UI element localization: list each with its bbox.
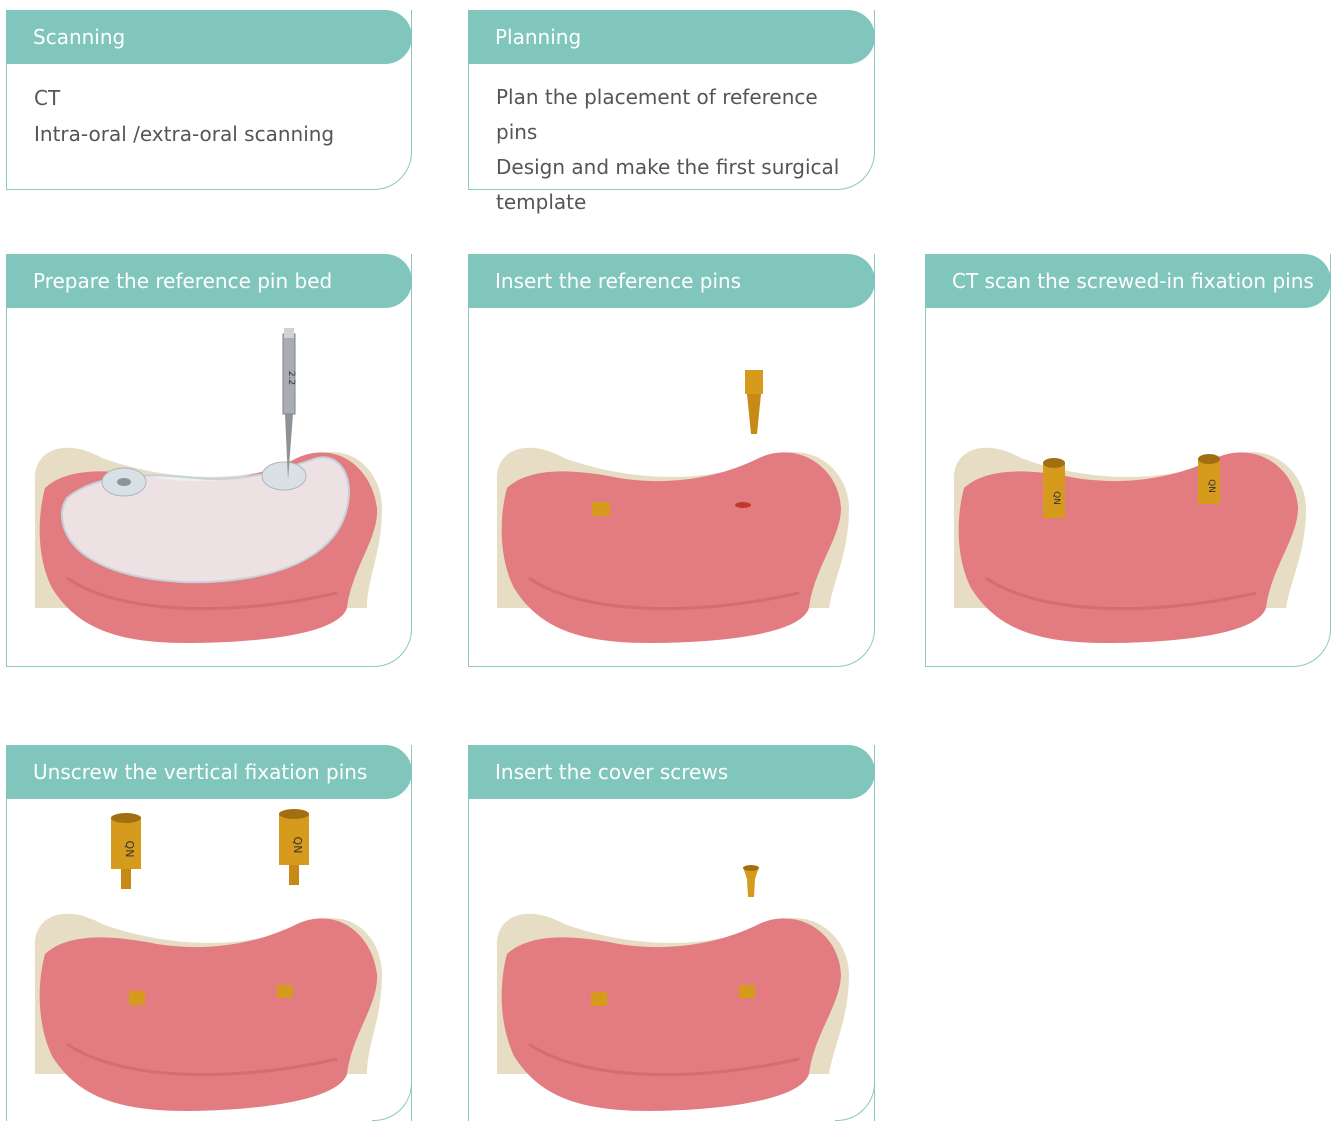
fixation-pin-right-label: QN xyxy=(291,837,304,854)
ct-scan-fixation-pins-card: CT scan the screwed-in fixation pins QN … xyxy=(925,254,1331,667)
prepare-pin-bed-title: Prepare the reference pin bed xyxy=(6,254,412,308)
unscrew-fixation-pins-card: Unscrew the vertical fixation pins QN QN xyxy=(6,745,412,1121)
prepare-pin-bed-card: Prepare the reference pin bed 2.2 xyxy=(6,254,412,667)
pin-hole-right xyxy=(735,502,751,508)
fixation-pin-left-top xyxy=(1043,458,1065,468)
gum-tissue xyxy=(502,452,841,643)
implant-head-right xyxy=(739,985,755,998)
fixation-pin-left-label: QN xyxy=(1051,491,1061,505)
insert-cover-screws-illustration xyxy=(469,799,874,1121)
reference-pin-body xyxy=(745,370,763,394)
drill-label: 2.2 xyxy=(286,371,296,385)
gum-tissue xyxy=(959,452,1298,643)
insert-cover-screws-title: Insert the cover screws xyxy=(468,745,875,799)
pin-head-left xyxy=(129,991,145,1005)
planning-card: Planning Plan the placement of reference… xyxy=(468,10,875,190)
drill-cap xyxy=(284,328,294,338)
reference-pin-thread xyxy=(747,394,761,434)
cover-screw xyxy=(743,867,759,897)
guide-sleeve-right xyxy=(262,462,306,490)
implant-head-left xyxy=(591,992,607,1006)
pin-head-left xyxy=(592,502,610,516)
fixation-pin-right-top xyxy=(279,809,309,819)
fixation-pin-left xyxy=(1043,462,1065,518)
pin-head-right xyxy=(277,985,293,998)
fixation-pin-left-label: QN xyxy=(123,841,136,858)
unscrew-fixation-pins-illustration: QN QN xyxy=(7,799,411,1121)
gum-tissue xyxy=(40,918,377,1111)
planning-line-template: Design and make the first surgical templ… xyxy=(496,150,854,220)
scanning-line-ct: CT xyxy=(34,80,395,116)
fixation-pin-right-top xyxy=(1198,454,1220,464)
fixation-pin-left-top xyxy=(111,813,141,823)
insert-reference-pins-card: Insert the reference pins xyxy=(468,254,875,667)
ct-scan-fixation-pins-title: CT scan the screwed-in fixation pins xyxy=(925,254,1331,308)
fixation-pin-left-stem xyxy=(121,869,131,889)
planning-card-body: Plan the placement of reference pins Des… xyxy=(496,80,854,220)
ct-scan-fixation-pins-illustration: QN QN xyxy=(926,308,1330,666)
scanning-card-title: Scanning xyxy=(6,10,412,64)
scanning-card: Scanning CT Intra-oral /extra-oral scann… xyxy=(6,10,412,190)
prepare-pin-bed-illustration: 2.2 xyxy=(7,308,411,666)
unscrew-fixation-pins-title: Unscrew the vertical fixation pins xyxy=(6,745,412,799)
insert-reference-pins-illustration xyxy=(469,308,874,666)
cover-screw-top xyxy=(743,865,759,871)
scanning-card-body: CT Intra-oral /extra-oral scanning xyxy=(34,80,395,152)
planning-line-pins: Plan the placement of reference pins xyxy=(496,80,854,150)
insert-reference-pins-title: Insert the reference pins xyxy=(468,254,875,308)
planning-card-title: Planning xyxy=(468,10,875,64)
fixation-pin-right-stem xyxy=(289,865,299,885)
insert-cover-screws-card: Insert the cover screws xyxy=(468,745,875,1121)
guide-sleeve-left-hole xyxy=(117,478,131,486)
fixation-pin-right-label: QN xyxy=(1206,479,1216,493)
scanning-line-intraoral: Intra-oral /extra-oral scanning xyxy=(34,116,395,152)
gum-tissue xyxy=(502,918,841,1111)
